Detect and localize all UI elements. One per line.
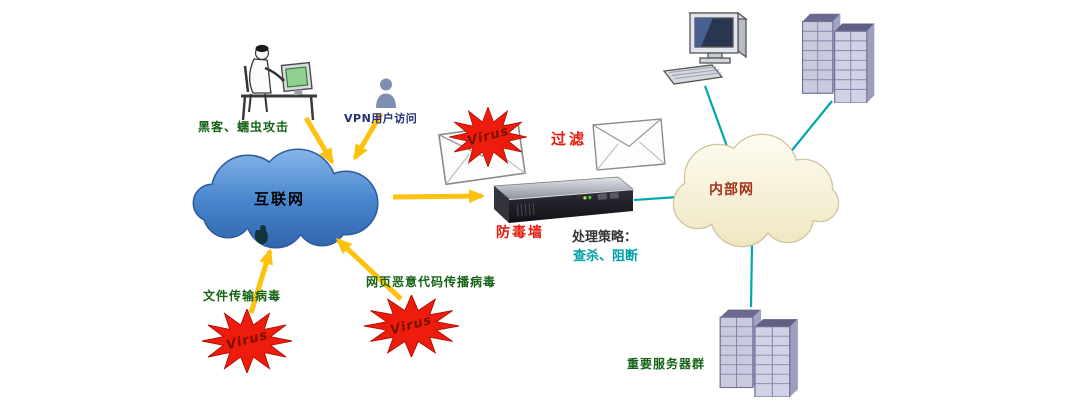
intranet-cloud bbox=[672, 133, 840, 248]
hacker-figure bbox=[241, 44, 317, 121]
firewall-label: 防毒墙 bbox=[496, 225, 544, 241]
green-screen bbox=[285, 66, 309, 88]
attack-arrows bbox=[248, 112, 485, 314]
hacker-body bbox=[249, 58, 272, 94]
link-computer-intranet bbox=[703, 85, 731, 153]
link-firewall-intranet bbox=[633, 195, 679, 202]
filter-label: 过滤 bbox=[551, 130, 588, 148]
hacker-hair bbox=[255, 44, 269, 53]
internet-cloud bbox=[192, 148, 379, 249]
file-virus-label: 文件传输病毒 bbox=[203, 289, 282, 303]
server-group-icon bbox=[719, 308, 799, 397]
arrow-hacker-to-internet bbox=[303, 116, 335, 165]
vpn-access-label: VPN用户访问 bbox=[344, 112, 418, 125]
link-intranet-servergroup bbox=[749, 244, 754, 308]
hacker-monitor bbox=[280, 61, 313, 96]
firewall-appliance bbox=[493, 176, 635, 223]
intranet-links bbox=[633, 85, 833, 308]
arrow-filevirus-to-internet bbox=[248, 248, 273, 314]
desktop-computer-icon bbox=[662, 11, 748, 85]
firewall-front-details bbox=[516, 192, 620, 217]
arrow-webvirus-to-internet bbox=[335, 237, 403, 301]
hacker-attack-label: 黑客、蠕虫攻击 bbox=[198, 120, 290, 134]
link-servers-intranet bbox=[788, 100, 833, 155]
mail-envelope-icon bbox=[592, 118, 666, 171]
keyboard bbox=[662, 64, 724, 85]
arrow-vpn-to-internet bbox=[352, 112, 384, 161]
web-virus-label: 网页恶意代码传播病毒 bbox=[366, 275, 497, 289]
vpn-user-icon bbox=[376, 78, 396, 108]
internet-cloud-label: 互联网 bbox=[254, 190, 306, 208]
arrow-internet-to-firewall bbox=[392, 189, 485, 204]
cloud-small-glyph bbox=[254, 225, 268, 244]
server-towers-icon bbox=[801, 13, 875, 103]
intranet-cloud-label: 内部网 bbox=[709, 182, 754, 198]
policy-title: 处理策略： bbox=[572, 230, 638, 245]
hacker-arm bbox=[264, 66, 284, 81]
chair bbox=[243, 65, 250, 93]
firewall-left-face bbox=[494, 186, 509, 223]
policy-actions: 查杀、阻断 bbox=[573, 249, 639, 264]
server-group-label: 重要服务器群 bbox=[627, 357, 706, 371]
